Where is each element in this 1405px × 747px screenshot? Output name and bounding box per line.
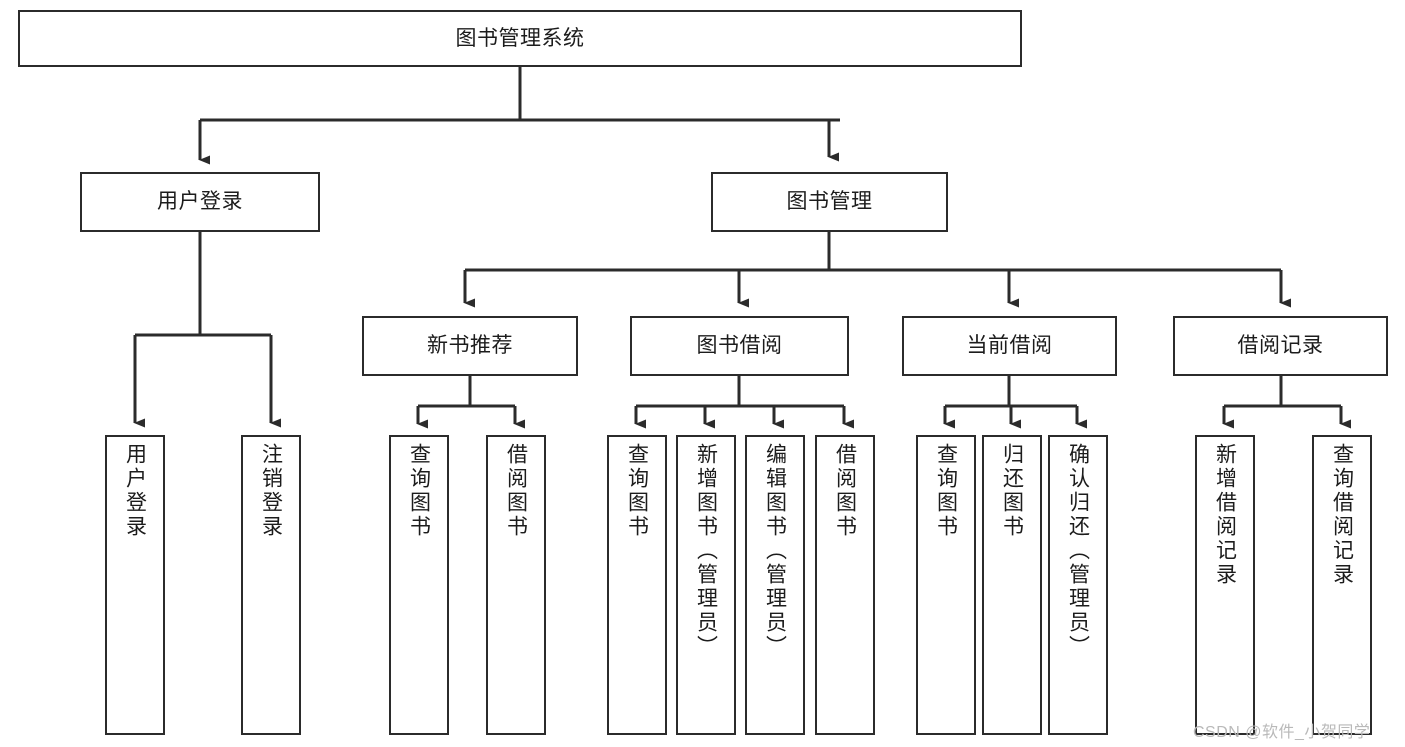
- leaf-current-borrow-return-label: 归还图书: [1000, 443, 1024, 539]
- leaf-borrow-record-query[interactable]: 查询借阅记录: [1312, 435, 1372, 735]
- node-book-borrow-label: 图书借阅: [696, 334, 783, 358]
- leaf-new-book-borrow[interactable]: 借阅图书: [486, 435, 546, 735]
- leaf-borrow-record-add[interactable]: 新增借阅记录: [1195, 435, 1255, 735]
- leaf-book-borrow-query-label: 查询图书: [625, 443, 649, 539]
- node-user-login-label: 用户登录: [157, 190, 243, 214]
- leaf-book-borrow-edit[interactable]: 编辑图书（管理员）: [745, 435, 805, 735]
- leaf-book-borrow-add-label: 新增图书（管理员）: [694, 443, 718, 659]
- leaf-current-borrow-query[interactable]: 查询图书: [916, 435, 976, 735]
- leaf-user-login-login[interactable]: 用户登录: [105, 435, 165, 735]
- leaf-new-book-query-label: 查询图书: [407, 443, 431, 539]
- node-current-borrow-label: 当前借阅: [966, 334, 1053, 358]
- node-book-management[interactable]: 图书管理: [711, 172, 948, 232]
- leaf-book-borrow-edit-label: 编辑图书（管理员）: [763, 443, 787, 659]
- node-new-book-recommend-label: 新书推荐: [427, 334, 513, 358]
- leaf-current-borrow-return[interactable]: 归还图书: [982, 435, 1042, 735]
- leaf-borrow-record-add-label: 新增借阅记录: [1213, 443, 1237, 587]
- node-book-borrow[interactable]: 图书借阅: [630, 316, 849, 376]
- node-root-book-management-system[interactable]: 图书管理系统: [18, 10, 1022, 67]
- node-user-login[interactable]: 用户登录: [80, 172, 320, 232]
- leaf-book-borrow-add[interactable]: 新增图书（管理员）: [676, 435, 736, 735]
- leaf-new-book-borrow-label: 借阅图书: [504, 443, 528, 539]
- leaf-book-borrow-query[interactable]: 查询图书: [607, 435, 667, 735]
- node-current-borrow[interactable]: 当前借阅: [902, 316, 1117, 376]
- leaf-borrow-record-query-label: 查询借阅记录: [1330, 443, 1354, 587]
- leaf-current-borrow-confirm-return[interactable]: 确认归还（管理员）: [1048, 435, 1108, 735]
- leaf-current-borrow-query-label: 查询图书: [934, 443, 958, 539]
- leaf-user-login-logout[interactable]: 注销登录: [241, 435, 301, 735]
- leaf-user-login-logout-label: 注销登录: [259, 443, 283, 539]
- leaf-new-book-query[interactable]: 查询图书: [389, 435, 449, 735]
- node-borrow-record-label: 借阅记录: [1237, 334, 1324, 358]
- node-borrow-record[interactable]: 借阅记录: [1173, 316, 1388, 376]
- node-root-label: 图书管理系统: [455, 26, 585, 50]
- leaf-book-borrow-borrow[interactable]: 借阅图书: [815, 435, 875, 735]
- leaf-book-borrow-borrow-label: 借阅图书: [833, 443, 857, 539]
- csdn-watermark: CSDN @软件_小贺同学: [1193, 724, 1371, 741]
- leaf-user-login-login-label: 用户登录: [123, 443, 147, 539]
- node-new-book-recommend[interactable]: 新书推荐: [362, 316, 578, 376]
- leaf-current-borrow-confirm-return-label: 确认归还（管理员）: [1066, 443, 1090, 659]
- node-book-management-label: 图书管理: [786, 190, 873, 214]
